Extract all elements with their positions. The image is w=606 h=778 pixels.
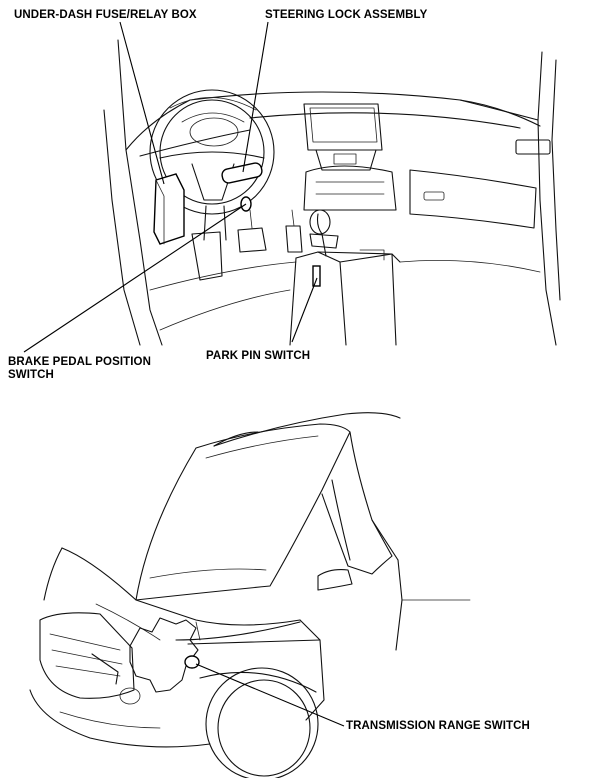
- interior-leader-lines: [23, 21, 318, 353]
- label-brake-pedal-line2: SWITCH: [8, 369, 54, 381]
- label-steering-lock-assembly: STEERING LOCK ASSEMBLY: [265, 9, 428, 21]
- label-brake-pedal-position-switch: BRAKE PEDAL POSITION SWITCH: [8, 356, 151, 382]
- interior-illustration: [103, 39, 561, 346]
- label-brake-pedal-line1: BRAKE PEDAL POSITION: [8, 356, 151, 368]
- label-under-dash-fuse-relay-box: UNDER-DASH FUSE/RELAY BOX: [14, 9, 197, 21]
- label-transmission-range-switch: TRANSMISSION RANGE SWITCH: [346, 720, 530, 732]
- label-park-pin-switch: PARK PIN SWITCH: [206, 350, 311, 362]
